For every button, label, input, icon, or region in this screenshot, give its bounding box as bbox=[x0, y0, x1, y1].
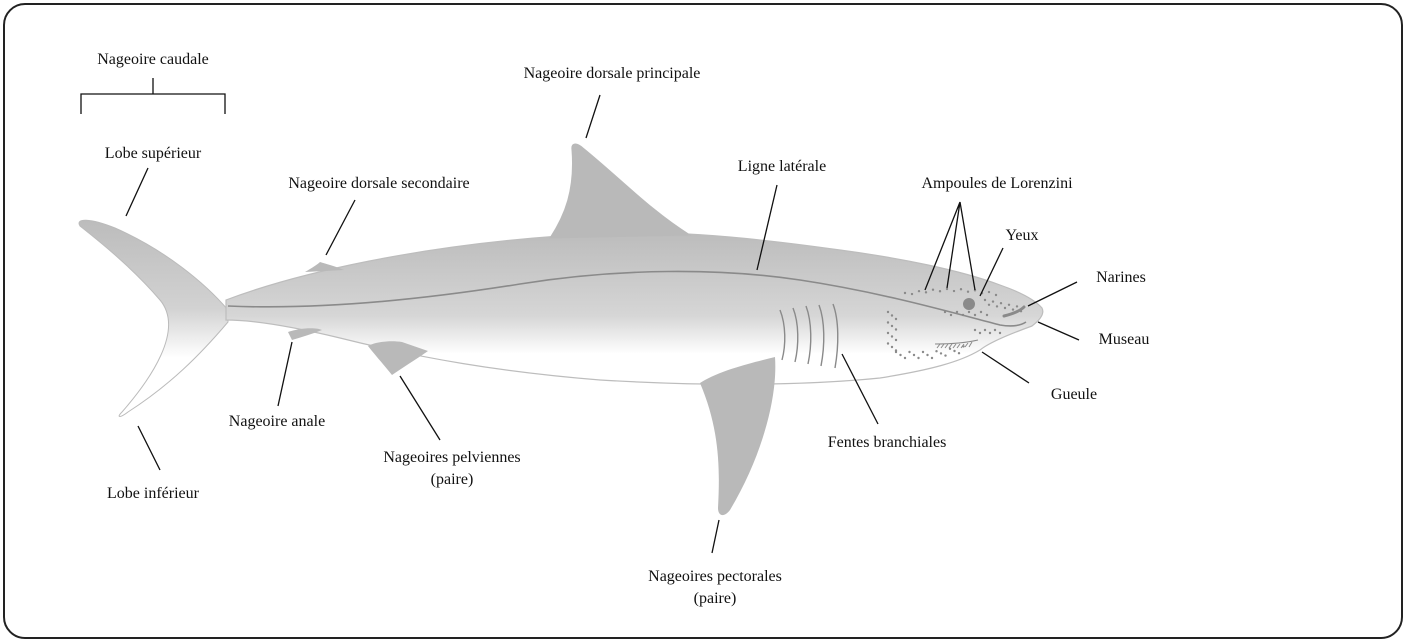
ampulla-dot bbox=[925, 291, 927, 293]
ampulla-dot bbox=[974, 314, 976, 316]
leader-mouth bbox=[982, 352, 1029, 383]
leader-first-dorsal bbox=[586, 95, 600, 138]
ampulla-dot bbox=[1000, 302, 1002, 304]
leader-pelvic-fins bbox=[400, 376, 440, 440]
ampulla-dot bbox=[988, 304, 990, 306]
ampulla-dot bbox=[958, 352, 960, 354]
leader-nostrils bbox=[1028, 282, 1077, 306]
leader-pectoral-fins bbox=[712, 520, 719, 553]
ampulla-dot bbox=[950, 314, 952, 316]
ampulla-dot bbox=[926, 354, 928, 356]
ampulla-dot bbox=[995, 294, 997, 296]
ampulla-dot bbox=[944, 354, 946, 356]
label-upper-lobe: Lobe supérieur bbox=[105, 145, 202, 162]
ampulla-dot bbox=[1008, 304, 1010, 306]
ampulla-dot bbox=[887, 342, 889, 344]
ampulla-dot bbox=[944, 311, 946, 313]
ampulla-dot bbox=[895, 351, 897, 353]
ampulla-dot bbox=[935, 350, 937, 352]
ampulla-dot bbox=[887, 311, 889, 313]
label-first-dorsal: Nageoire dorsale principale bbox=[524, 65, 701, 82]
label-pectoral-fins-pair: (paire) bbox=[694, 590, 737, 607]
ampulla-dot bbox=[899, 354, 901, 356]
ampulla-dot bbox=[895, 339, 897, 341]
label-pelvic-fins-pair: (paire) bbox=[431, 471, 474, 488]
ampulla-dot bbox=[940, 352, 942, 354]
label-second-dorsal: Nageoire dorsale secondaire bbox=[288, 175, 469, 192]
ampulla-dot bbox=[904, 357, 906, 359]
ampulla-dot bbox=[891, 335, 893, 337]
eye bbox=[963, 298, 975, 310]
label-mouth: Gueule bbox=[1051, 386, 1097, 403]
ampulla-dot bbox=[960, 288, 962, 290]
ampulla-dot bbox=[980, 311, 982, 313]
ampulla-dot bbox=[908, 351, 910, 353]
ampulla-dot bbox=[979, 332, 981, 334]
first-dorsal-fin bbox=[550, 144, 690, 238]
ampulla-dot bbox=[891, 314, 893, 316]
ampulla-dot bbox=[953, 350, 955, 352]
label-snout: Museau bbox=[1099, 331, 1150, 348]
ampulla-dot bbox=[904, 292, 906, 294]
ampulla-dot bbox=[946, 288, 948, 290]
ampulla-dot bbox=[939, 290, 941, 292]
ampulla-dot bbox=[962, 345, 964, 347]
leader-lower-lobe bbox=[138, 426, 160, 470]
ampulla-dot bbox=[984, 299, 986, 301]
ampulla-dot bbox=[922, 351, 924, 353]
ampulla-dot bbox=[887, 332, 889, 334]
ampulla-dot bbox=[913, 354, 915, 356]
label-gill-slits: Fentes branchiales bbox=[828, 434, 947, 451]
ampulla-dot bbox=[887, 321, 889, 323]
ampulla-dot bbox=[986, 314, 988, 316]
label-ampullae: Ampoules de Lorenzini bbox=[921, 175, 1073, 192]
ampulla-dot bbox=[949, 348, 951, 350]
label-lower-lobe: Lobe inférieur bbox=[107, 485, 200, 502]
label-nostrils: Narines bbox=[1096, 269, 1146, 286]
ampulla-dot bbox=[891, 325, 893, 327]
ampulla-dot bbox=[996, 305, 998, 307]
label-eyes: Yeux bbox=[1005, 227, 1038, 244]
ampulla-dot bbox=[994, 329, 996, 331]
ampulla-dot bbox=[917, 357, 919, 359]
ampulla-dot bbox=[895, 328, 897, 330]
ampulla-dot bbox=[974, 329, 976, 331]
label-pelvic-fins: Nageoires pelviennes bbox=[383, 449, 520, 466]
caudal-fin bbox=[79, 220, 228, 416]
ampulla-dot bbox=[962, 314, 964, 316]
ampulla-dot bbox=[918, 290, 920, 292]
ampulla-dot bbox=[984, 329, 986, 331]
ampulla-dot bbox=[931, 357, 933, 359]
ampulla-dot bbox=[1016, 305, 1018, 307]
ampulla-dot bbox=[999, 332, 1001, 334]
ampulla-dot bbox=[968, 311, 970, 313]
ampulla-dot bbox=[932, 289, 934, 291]
ampulla-dot bbox=[988, 291, 990, 293]
ampulla-dot bbox=[1020, 310, 1022, 312]
shark-body bbox=[226, 233, 1043, 384]
ampulla-dot bbox=[989, 332, 991, 334]
label-pectoral-fins: Nageoires pectorales bbox=[648, 568, 782, 585]
leader-second-dorsal bbox=[326, 200, 355, 255]
pectoral-fin bbox=[700, 357, 775, 515]
ampulla-dot bbox=[967, 291, 969, 293]
label-caudal-fin: Nageoire caudale bbox=[97, 51, 208, 68]
leader-anal-fin bbox=[278, 342, 292, 406]
ampulla-dot bbox=[956, 311, 958, 313]
ampulla-dot bbox=[911, 293, 913, 295]
ampulla-dot bbox=[1004, 307, 1006, 309]
ampulla-dot bbox=[895, 318, 897, 320]
ampulla-dot bbox=[992, 300, 994, 302]
ampulla-dot bbox=[1012, 308, 1014, 310]
label-anal-fin: Nageoire anale bbox=[229, 413, 325, 430]
caudal-bracket bbox=[81, 78, 225, 114]
leader-upper-lobe bbox=[126, 168, 148, 216]
anal-fin bbox=[288, 328, 322, 340]
label-lateral-line: Ligne latérale bbox=[738, 158, 826, 175]
ampulla-dot bbox=[953, 290, 955, 292]
leader-snout bbox=[1038, 322, 1079, 340]
ampulla-dot bbox=[891, 346, 893, 348]
